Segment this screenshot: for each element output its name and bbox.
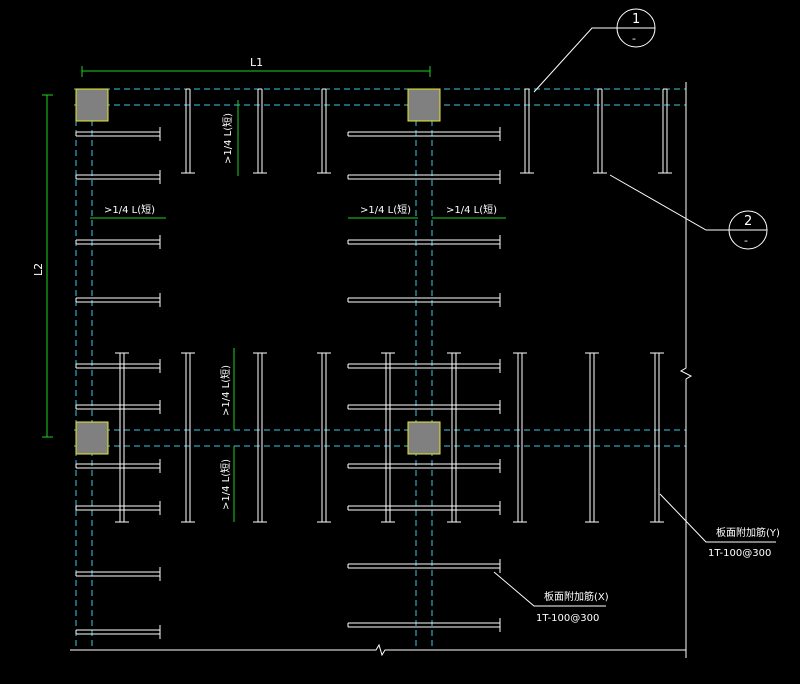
additional-rebars [75, 88, 672, 639]
callout-2-sub: - [744, 234, 748, 247]
column-top-left [75, 88, 109, 122]
note-x-leader-line [493, 571, 606, 607]
column-top-mid [407, 88, 441, 122]
callout-1-leader [533, 27, 617, 93]
note-y-title: 板面附加筋(Y) [716, 526, 780, 539]
dimensions [42, 66, 506, 522]
note-y-leader [659, 493, 776, 543]
quarter-label-vtop: >1/4 L(短) [221, 113, 234, 164]
right-break-line [679, 82, 693, 658]
l2-label: L2 [32, 263, 45, 276]
quarter-label-vbot: >1/4 L(短) [219, 459, 232, 510]
callout-1-sub: - [632, 32, 636, 45]
quarter-label-midright: >1/4 L(短) [446, 203, 497, 216]
columns [75, 88, 441, 455]
note-x-spec: 1T-100@300 [536, 613, 599, 624]
quarter-label-vmid: >1/4 L(短) [219, 365, 232, 416]
note-y-spec: 1T-100@300 [708, 548, 771, 559]
callout-1-number: 1 [632, 12, 640, 27]
quarter-label-left: >1/4 L(短) [104, 203, 155, 216]
column-bottom-left [75, 421, 109, 455]
bottom-break-line [70, 643, 686, 657]
callout-2-leader [609, 174, 729, 231]
l1-label: L1 [250, 56, 263, 69]
grid-axes [74, 88, 686, 650]
callout-1 [533, 8, 656, 93]
dimension-labels: L1 L2 >1/4 L(短) >1/4 L(短) >1/4 L(短) >1/4… [32, 56, 497, 510]
note-y-leader-line [659, 493, 776, 543]
note-x-leader [493, 571, 606, 607]
slab-boundary [70, 82, 693, 658]
note-x-title: 板面附加筋(X) [544, 590, 609, 603]
column-bottom-mid [407, 421, 441, 455]
callout-2 [609, 174, 768, 250]
quarter-label-midleft: >1/4 L(短) [360, 203, 411, 216]
callout-2-number: 2 [744, 214, 752, 229]
